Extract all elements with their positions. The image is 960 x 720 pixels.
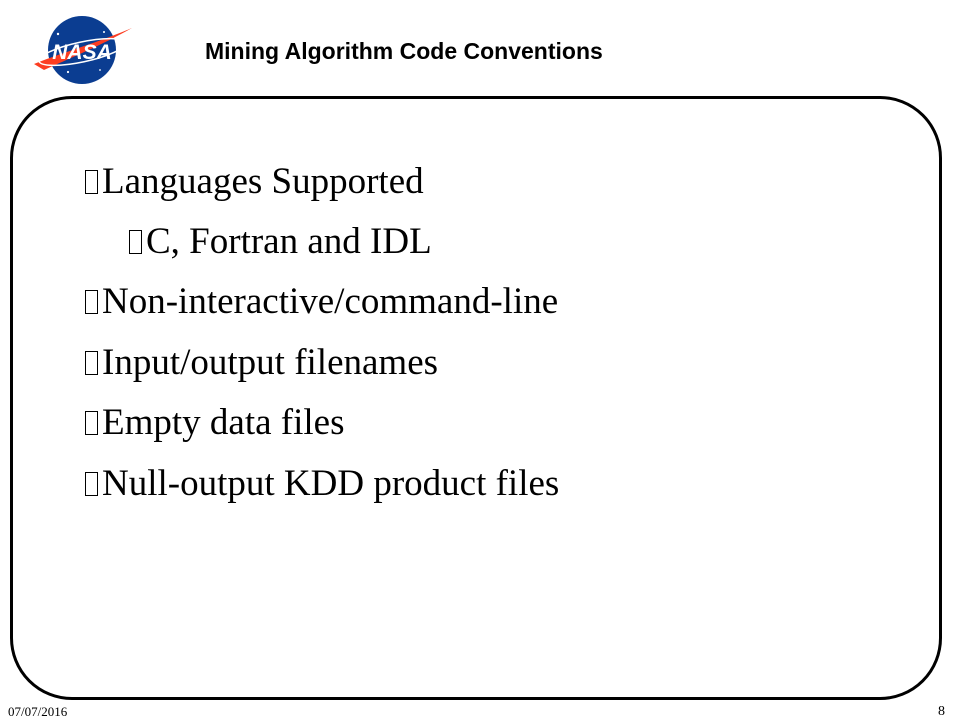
- bullet-text: Languages Supported: [102, 161, 424, 202]
- nasa-logo-text: NASA: [52, 41, 112, 64]
- bullet-item: Languages Supported: [85, 163, 424, 200]
- page-number: 8: [938, 704, 945, 719]
- bullet-item: Null-output KDD product files: [85, 465, 559, 502]
- bullet-marker-icon: [85, 472, 98, 496]
- bullet-marker-icon: [85, 170, 98, 194]
- sub-bullet-item: C, Fortran and IDL: [129, 223, 432, 260]
- bullet-text: Empty data files: [102, 402, 345, 443]
- footer-date: 07/07/2016: [8, 704, 68, 719]
- slide-title: Mining Algorithm Code Conventions: [205, 38, 603, 64]
- content-frame: Languages Supported C, Fortran and IDL N…: [10, 96, 942, 700]
- bullet-text: C, Fortran and IDL: [146, 221, 432, 262]
- bullet-marker-icon: [85, 290, 98, 314]
- bullet-marker-icon: [129, 230, 142, 254]
- bullet-marker-icon: [85, 351, 98, 375]
- bullet-list: Languages Supported C, Fortran and IDL N…: [13, 99, 939, 697]
- bullet-item: Input/output filenames: [85, 344, 438, 381]
- bullet-text: Input/output filenames: [102, 342, 439, 383]
- nasa-logo: NASA: [34, 16, 132, 84]
- bullet-item: Non-interactive/command-line: [85, 283, 558, 320]
- bullet-marker-icon: [85, 411, 98, 435]
- bullet-text: Non-interactive/command-line: [102, 281, 559, 322]
- bullet-text: Null-output KDD product files: [102, 463, 560, 504]
- bullet-item: Empty data files: [85, 404, 345, 441]
